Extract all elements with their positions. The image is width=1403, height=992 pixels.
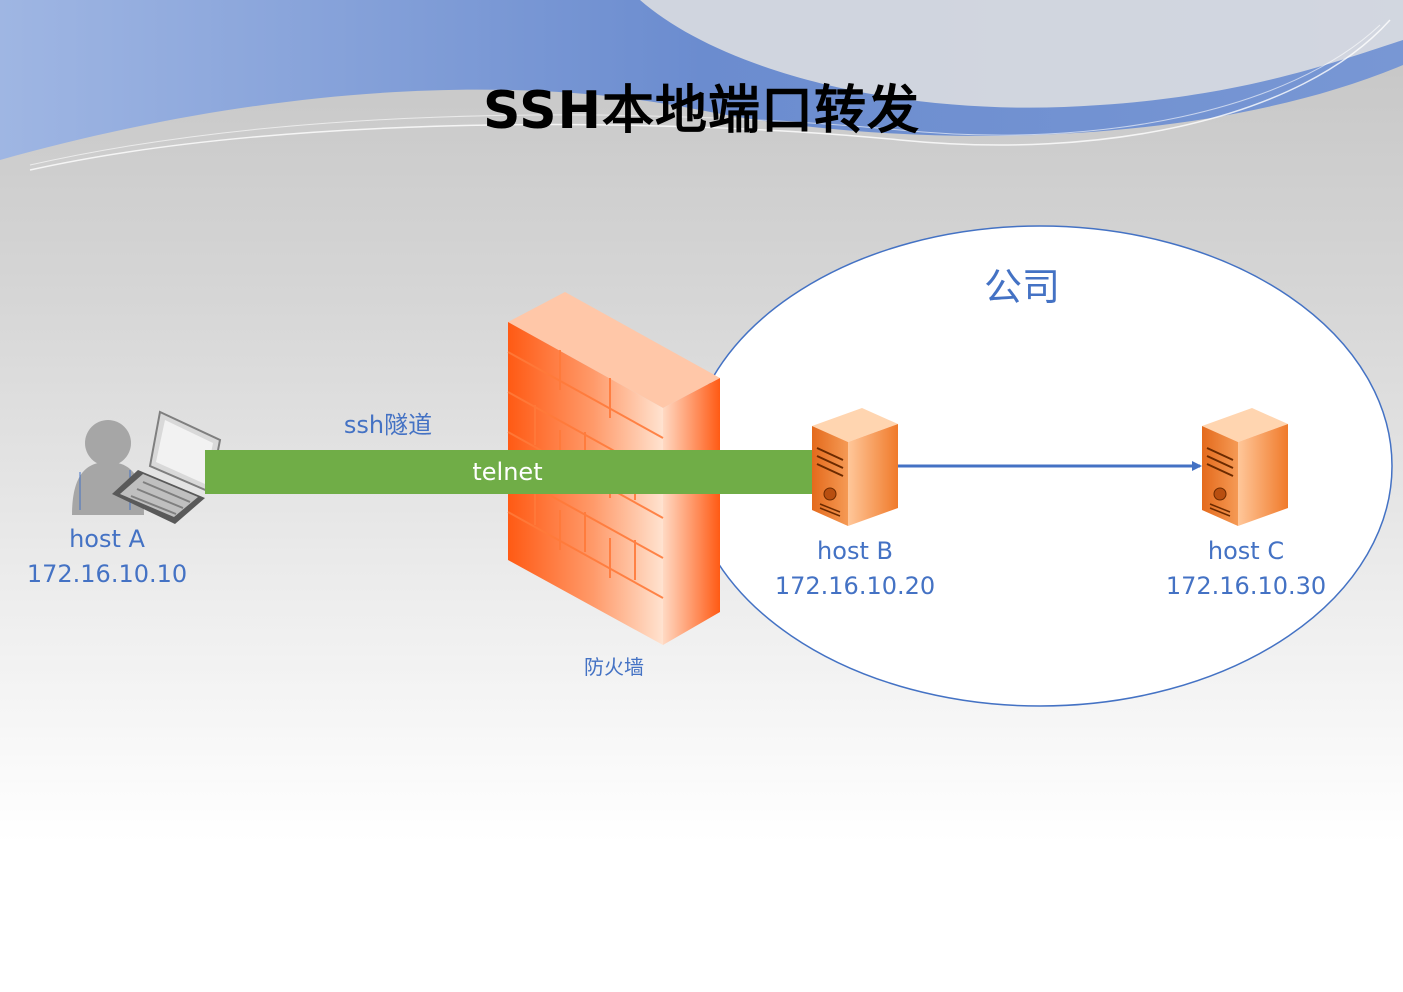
host-b-ip: 172.16.10.20 <box>774 572 936 600</box>
user-laptop-icon <box>72 410 222 524</box>
header-swoosh-line <box>29 19 1391 171</box>
company-label: 公司 <box>983 265 1060 309</box>
ssh-tunnel-bar <box>205 450 812 494</box>
tunnel-protocol-label: telnet <box>472 458 543 486</box>
ssh-tunnel-label: ssh隧道 <box>343 411 433 439</box>
header-swoosh-highlight <box>640 0 1403 108</box>
host-b-name: host B <box>817 537 893 565</box>
host-c-ip: 172.16.10.30 <box>1165 572 1327 600</box>
firewall-label: 防火墙 <box>584 655 644 679</box>
watermark: https://thson.blog.csdn.net <box>1204 966 1393 982</box>
page-title: SSH本地端口转发 <box>482 81 921 141</box>
host-a-name: host A <box>69 525 145 553</box>
host-a-ip: 172.16.10.10 <box>26 560 188 588</box>
server-icon <box>1202 408 1288 526</box>
server-icon <box>812 408 898 526</box>
header-swoosh-line-2 <box>29 24 1381 166</box>
host-c-name: host C <box>1207 537 1285 565</box>
